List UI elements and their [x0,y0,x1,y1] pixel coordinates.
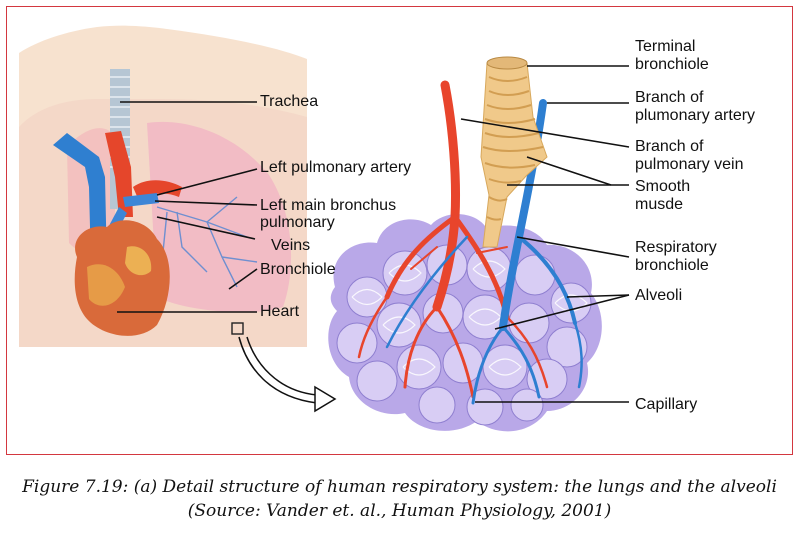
label-branch-vein-line1: Branch of [635,138,704,155]
label-capillary: Capillary [635,396,698,413]
label-terminal-bronchiole-line1: Terminal [635,38,696,55]
label-terminal-bronchiole-line2: bronchiole [635,56,709,73]
leader-lines [117,65,630,403]
label-heart: Heart [260,303,300,320]
label-respiratory-bronchiole-line1: Respiratory [635,239,717,256]
figure-caption: Figure 7.19: (a) Detail structure of hum… [22,477,777,497]
label-pulmonary: pulmonary [260,214,335,231]
label-branch-artery-line2: plumonary artery [635,107,756,124]
respiratory-illustration [19,25,630,432]
label-left-main-bronchus: Left main bronchus [260,197,397,214]
label-respiratory-bronchiole-line2: bronchiole [635,257,709,274]
label-branch-pulmonary-artery: Branch of plumonary artery [635,89,755,125]
label-left-pulmonary-artery: Left pulmonary artery [260,159,412,176]
label-branch-artery-line1: Branch of [635,89,704,106]
label-terminal-bronchiole: Terminal bronchiole [635,38,709,74]
label-branch-vein-line2: pulmonary vein [635,156,744,173]
label-smooth-muscle-line1: Smooth [635,178,691,195]
label-trachea: Trachea [260,93,319,110]
label-alveoli: Alveoli [635,287,683,304]
label-smooth-muscle: Smooth musde [635,178,690,214]
label-respiratory-bronchiole: Respiratory bronchiole [635,239,717,275]
label-bronchiole: Bronchiole [260,261,336,278]
figure-source: (Source: Vander et. al., Human Physiolog… [187,501,612,521]
alveoli-cluster-illustration [328,56,602,432]
label-branch-pulmonary-vein: Branch of pulmonary vein [635,138,744,174]
label-smooth-muscle-line2: musde [635,196,684,213]
label-veins: Veins [271,237,311,254]
figure-frame: Trachea Left pulmonary artery Left main … [6,6,793,455]
